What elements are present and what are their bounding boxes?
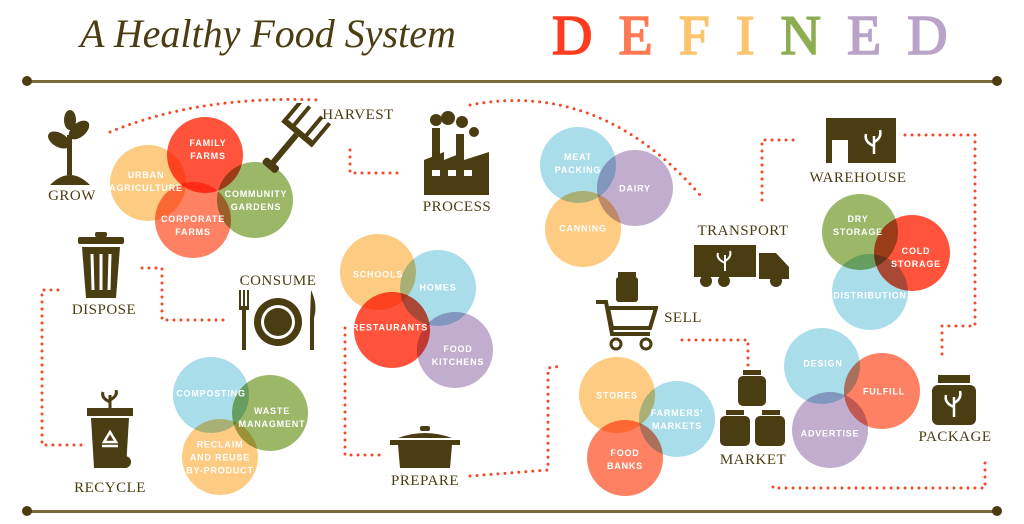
circle-advertise (792, 392, 868, 468)
circle-reclaim (182, 419, 258, 495)
label-cold-storage: COLD STORAGE (891, 246, 941, 269)
label-fulfill: FULFILL (862, 386, 906, 397)
bottom-divider (22, 506, 1002, 516)
stage-warehouse: WAREHOUSE (809, 170, 907, 186)
label-advertise: ADVERTISE (800, 428, 860, 439)
cooking-pot-icon (390, 426, 460, 468)
stage-market: MARKET (719, 452, 787, 468)
package-jar-icon (932, 375, 976, 425)
label-food-banks: FOOD BANKS (606, 448, 644, 471)
label-food-kitchens: FOOD KITCHENS (431, 344, 485, 367)
label-dry-storage: DRY STORAGE (833, 214, 883, 237)
stage-prepare: PREPARE (391, 473, 459, 489)
label-community-gardens: COMMUNITY GARDENS (224, 189, 288, 212)
label-distribution: DISTRIBUTION (833, 290, 907, 301)
stage-recycle: RECYCLE (74, 480, 146, 496)
label-reclaim: RECLAIM AND REUSE BY-PRODUCT (186, 439, 254, 476)
plate-and-utensils-icon (239, 290, 316, 350)
recycle-bin-icon (87, 390, 133, 468)
label-corporate-farms: CORPORATE FARMS (160, 214, 226, 237)
circle-distribution (832, 254, 908, 330)
circle-corporate-farms (155, 182, 231, 258)
label-meat-packing: MEAT PACKING (554, 152, 602, 175)
label-composting: COMPOSTING (176, 388, 246, 399)
circle-canning (545, 191, 621, 267)
stage-transport: TRANSPORT (697, 223, 789, 239)
top-divider (22, 76, 1002, 86)
title-defined: D E F I N E D (551, 4, 950, 68)
label-waste-management: WASTE MANAGMENT (238, 406, 306, 429)
title-script: A Healthy Food System (80, 11, 456, 56)
label-farmers-markets: FARMERS' MARKETS (650, 408, 704, 431)
stage-sell: SELL (664, 310, 702, 326)
circle-food-kitchens (417, 312, 493, 388)
title-letter: N (780, 4, 823, 68)
trash-can-icon (78, 232, 124, 298)
circle-food-banks (587, 420, 663, 496)
stage-consume: CONSUME (239, 273, 317, 289)
title-letter: E (618, 4, 655, 68)
label-canning: CANNING (559, 223, 607, 234)
title-letter: D (906, 4, 950, 68)
label-design: DESIGN (803, 358, 843, 369)
title-letter: F (678, 4, 712, 68)
stage-process: PROCESS (422, 199, 492, 215)
warehouse-icon (826, 118, 896, 163)
title-letter: D (551, 4, 595, 68)
pitchfork-icon (262, 103, 332, 173)
label-homes: HOMES (419, 282, 457, 293)
factory-icon (424, 111, 489, 195)
stage-package: PACKAGE (918, 429, 992, 445)
stage-grow: GROW (48, 188, 96, 204)
label-family-farms: FAMILY FARMS (189, 138, 227, 161)
title-letter: E (846, 4, 884, 68)
stage-harvest: HARVEST (322, 107, 394, 123)
label-dairy: DAIRY (619, 183, 651, 194)
label-schools: SCHOOLS (352, 269, 404, 280)
market-jars-icon (720, 370, 785, 446)
truck-icon (694, 245, 789, 287)
title-letter: I (735, 4, 757, 68)
label-stores: STORES (596, 390, 638, 401)
sprout-icon (48, 110, 90, 185)
label-urban-agriculture: URBAN AGRICULTURE (109, 170, 183, 193)
shopping-cart-icon (596, 272, 658, 351)
label-restaurants: RESTAURANTS (351, 322, 429, 333)
stage-dispose: DISPOSE (71, 302, 137, 318)
